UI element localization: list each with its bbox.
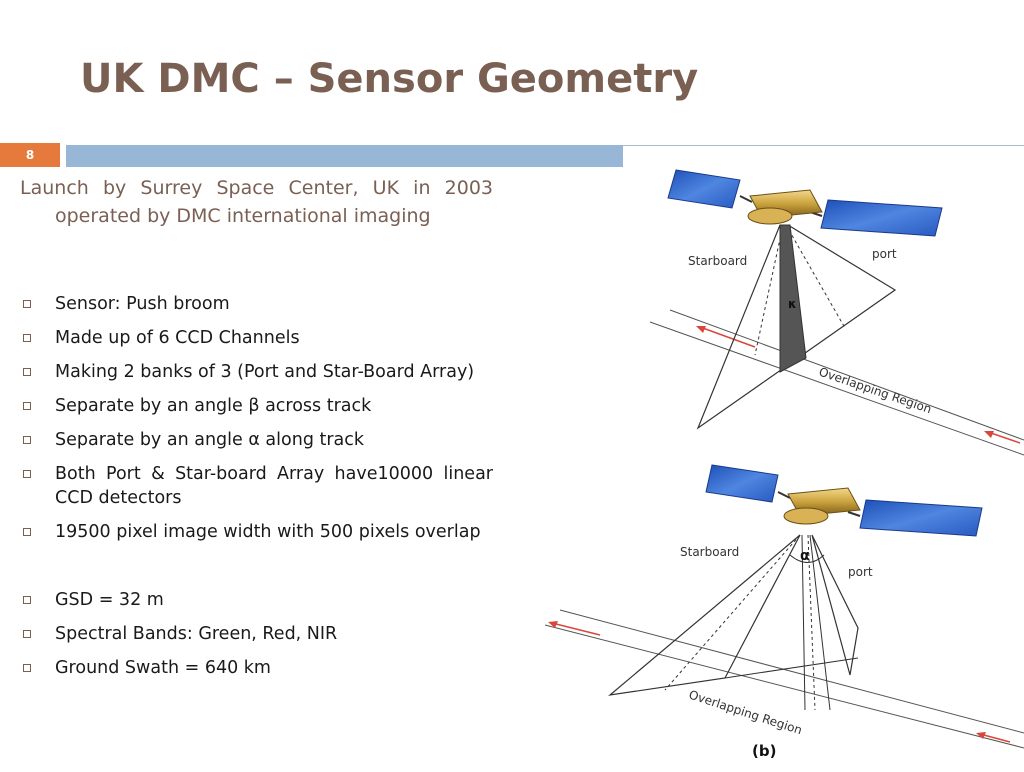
bottom-diagram: Starboard port α Overlapping Region (b) — [544, 464, 1024, 760]
bullet-text: GSD = 32 m — [55, 590, 164, 610]
alpha-label: α — [800, 548, 810, 564]
bullet-box-icon — [23, 470, 31, 478]
arrow-left-icon — [984, 431, 1021, 444]
bullet-text: Both Port & Star-board Array have10000 l… — [55, 464, 493, 508]
solar-panel-icon — [667, 169, 741, 209]
port-label: port — [872, 247, 897, 261]
bullet-list: Sensor: Push broom Made up of 6 CCD Chan… — [20, 292, 493, 690]
bullet-text: Made up of 6 CCD Channels — [55, 328, 300, 348]
solar-panel-icon — [705, 464, 779, 503]
header-bar — [66, 145, 623, 167]
solar-panel-icon — [820, 199, 943, 237]
slide-title: UK DMC – Sensor Geometry — [80, 56, 699, 102]
figure-svg: Starboard port κ Overlapping Region — [544, 169, 1024, 760]
bullet-text: Sensor: Push broom — [55, 294, 230, 314]
arrow-left-icon — [696, 326, 756, 348]
bullet-text: Ground Swath = 640 km — [55, 658, 271, 678]
list-item: Sensor: Push broom — [20, 292, 493, 316]
satellite-icon — [783, 487, 861, 525]
bullet-box-icon — [23, 368, 31, 376]
list-item: Separate by an angle α along track — [20, 428, 493, 452]
list-item: Made up of 6 CCD Channels — [20, 326, 493, 350]
bullet-box-icon — [23, 300, 31, 308]
starboard-label: Starboard — [688, 254, 747, 268]
list-item: Ground Swath = 640 km — [20, 656, 493, 680]
bullet-text: Separate by an angle β across track — [55, 396, 372, 416]
list-item: Separate by an angle β across track — [20, 394, 493, 418]
figure-caption: (b) — [752, 742, 776, 760]
starboard-label: Starboard — [680, 545, 739, 559]
bullet-box-icon — [23, 402, 31, 410]
bullet-box-icon — [23, 630, 31, 638]
list-item: Spectral Bands: Green, Red, NIR — [20, 622, 493, 646]
bullet-box-icon — [23, 436, 31, 444]
bullet-text: Separate by an angle α along track — [55, 430, 365, 450]
bullet-box-icon — [23, 664, 31, 672]
overlap-label: Overlapping Region — [687, 688, 804, 738]
bullet-box-icon — [23, 334, 31, 342]
list-item: Both Port & Star-board Array have10000 l… — [20, 462, 493, 510]
bullet-text: Spectral Bands: Green, Red, NIR — [55, 624, 338, 644]
list-item: 19500 pixel image width with 500 pixels … — [20, 520, 493, 544]
list-item: Making 2 banks of 3 (Port and Star-Board… — [20, 360, 493, 384]
arrow-left-icon — [548, 621, 601, 636]
intro-text: Launch by Surrey Space Center, UK in 200… — [20, 177, 493, 227]
bullet-box-icon — [23, 596, 31, 604]
kappa-label: κ — [788, 297, 797, 311]
sensor-geometry-figure: Starboard port κ Overlapping Region — [540, 150, 1024, 768]
bullet-text: 19500 pixel image width with 500 pixels … — [55, 522, 481, 542]
bullet-box-icon — [23, 528, 31, 536]
overlap-label: Overlapping Region — [817, 365, 933, 417]
arrow-left-icon — [976, 732, 1011, 743]
port-label: port — [848, 565, 873, 579]
satellite-icon — [747, 189, 823, 225]
bullet-text: Making 2 banks of 3 (Port and Star-Board… — [55, 362, 475, 382]
slide-number: 8 — [0, 143, 60, 167]
list-item: GSD = 32 m — [20, 588, 493, 612]
header-divider — [623, 145, 1024, 146]
top-diagram: Starboard port κ Overlapping Region — [649, 169, 1024, 456]
solar-panel-icon — [859, 499, 983, 537]
